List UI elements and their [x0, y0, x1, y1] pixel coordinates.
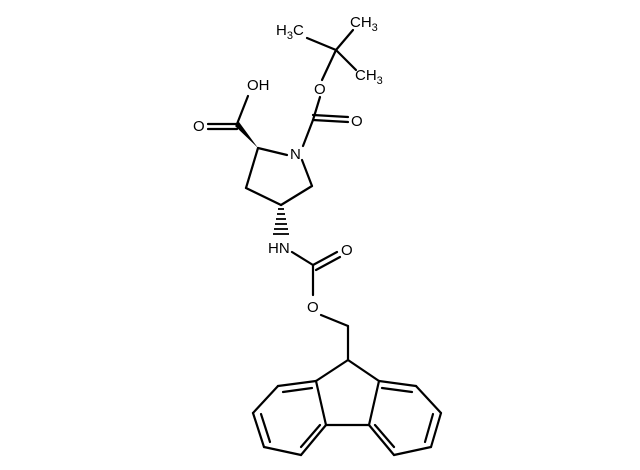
bond [334, 28, 355, 52]
bond [299, 423, 328, 457]
boc-carbonyl-oxygen-label: O [351, 113, 363, 130]
bond [414, 384, 443, 415]
bond [311, 95, 322, 122]
acid-hydroxyl-label: OH [247, 77, 270, 94]
boc-oxygen-label: O [314, 81, 326, 98]
bond [290, 250, 315, 267]
bond [319, 313, 350, 328]
bond [235, 94, 250, 126]
bond [314, 379, 328, 427]
bond [334, 48, 358, 72]
bond [299, 423, 322, 449]
bond [367, 379, 381, 427]
bond [251, 411, 266, 449]
bond [314, 358, 350, 383]
bond [276, 379, 318, 388]
bond [373, 423, 396, 449]
bond [262, 445, 303, 457]
bond [311, 113, 350, 119]
bond [300, 158, 314, 188]
bond [281, 386, 314, 394]
bond [244, 146, 260, 190]
bond [311, 118, 350, 124]
bond [380, 386, 414, 394]
bond [320, 48, 338, 82]
bond [392, 445, 433, 457]
bond [251, 384, 280, 415]
ring-nitrogen-label: N [290, 146, 301, 163]
ch3-top-label: CH3 [350, 14, 378, 34]
bond [256, 146, 289, 157]
fmoc-carbonyl-oxygen-label: O [341, 242, 353, 259]
bond [429, 411, 443, 449]
bond [367, 423, 396, 457]
hashed-bond [273, 208, 289, 235]
bond [377, 379, 418, 388]
bond [346, 358, 381, 383]
bond [259, 412, 272, 444]
acid-carbonyl-oxygen-label: O [193, 118, 205, 135]
bond [314, 255, 342, 272]
bond [244, 186, 283, 207]
fmoc-oxygen-label: O [307, 299, 319, 316]
bond [311, 250, 339, 267]
bond [279, 184, 314, 207]
amine-label: HN [268, 240, 290, 257]
bond [305, 36, 338, 52]
ch3-left-label: H3C [276, 22, 304, 42]
bond [423, 412, 435, 444]
bond [301, 118, 315, 148]
ch3-bottom-label: CH3 [355, 67, 383, 87]
wedge-bond [235, 122, 258, 148]
